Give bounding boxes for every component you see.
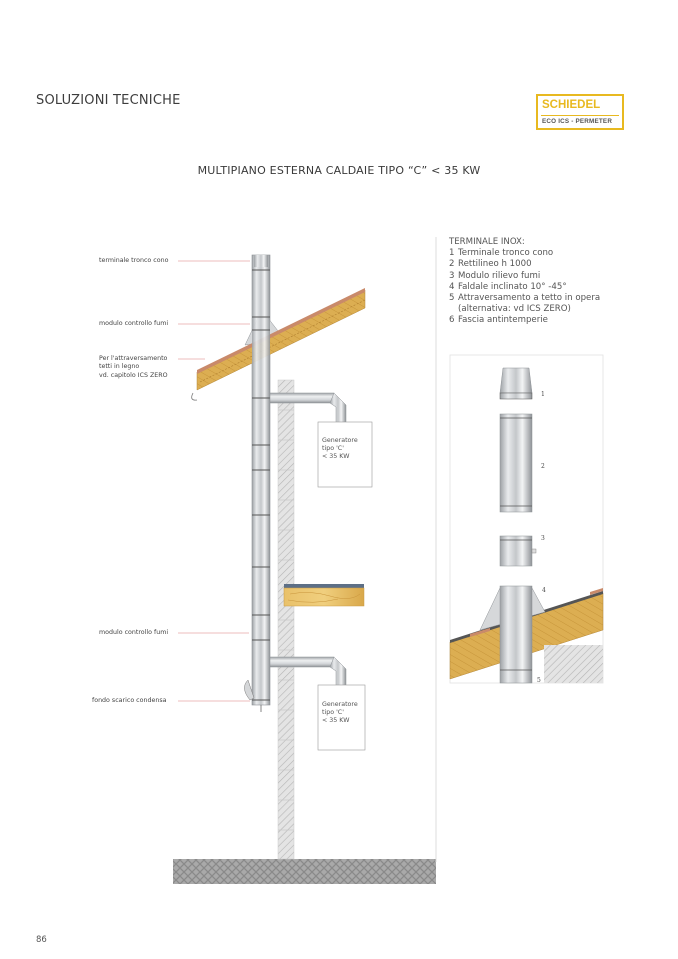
callout-roof-note-line: Per l'attraversamento xyxy=(99,355,168,362)
detail-number-5: 5 xyxy=(537,677,541,684)
generator-label-line: tipo 'C' xyxy=(322,445,344,452)
detail-number-4: 4 xyxy=(542,587,546,594)
legend-item-text: Attraversamento a tetto in opera xyxy=(458,293,601,304)
roof-wood xyxy=(196,289,366,391)
legend-item-number: 5 xyxy=(449,293,455,304)
callout-module-bottom: modulo controllo fumi xyxy=(99,629,169,636)
callout-condensate: fondo scarico condensa xyxy=(92,697,167,704)
detail-number-3: 3 xyxy=(541,535,545,542)
brand-logo: SCHIEDEL ECO ICS - PERMETER xyxy=(536,94,624,130)
ground-slab xyxy=(173,859,436,884)
detail-part-straight xyxy=(499,413,533,513)
callout-terminal: terminale tronco cono xyxy=(99,257,169,264)
brand-product-line: ECO ICS - PERMETER xyxy=(542,118,613,125)
callout-module-top: modulo controllo fumi xyxy=(99,320,169,327)
detail-part-crossing xyxy=(499,585,533,684)
detail-part-terminal xyxy=(499,367,533,394)
brand-separator xyxy=(541,115,619,116)
generator-label-line: Generatore xyxy=(322,437,358,444)
detail-number-2: 2 xyxy=(541,463,545,470)
generator-label-line: tipo 'C' xyxy=(322,709,344,716)
legend-item-continuation: (alternativa: vd ICS ZERO) xyxy=(458,304,571,315)
upper-generator xyxy=(317,421,373,488)
callout-roof-note-line: tetti in legno xyxy=(99,363,140,371)
section-title: SOLUZIONI TECNICHE xyxy=(36,93,181,108)
brand-name: SCHIEDEL xyxy=(542,99,601,111)
upper-connector xyxy=(269,392,335,404)
diagram-title: MULTIPIANO ESTERNA CALDAIE TIPO “C” < 35… xyxy=(197,164,481,177)
generator-label-upper: Generatore tipo 'C' < 35 KW xyxy=(322,437,358,461)
floor-slab-top xyxy=(284,584,364,588)
legend-item-number: 4 xyxy=(449,281,455,292)
lower-generator xyxy=(317,684,366,751)
legend-item-number: 6 xyxy=(449,315,455,326)
legend-item-text: Fascia antintemperie xyxy=(458,315,548,326)
legend-item-number: 2 xyxy=(449,259,455,270)
legend-title: TERMINALE INOX: xyxy=(449,237,525,247)
legend-item-text: Rettilineo h 1000 xyxy=(458,259,532,270)
generator-label-line: Generatore xyxy=(322,701,358,708)
detail-number-1: 1 xyxy=(541,391,545,398)
generator-label-line: < 35 KW xyxy=(322,453,350,460)
detail-wall xyxy=(544,645,603,683)
callout-roof-note-line: vd. capitolo ICS ZERO xyxy=(99,371,168,379)
callout-roof-note: Per l'attraversamento tetti in legno vd.… xyxy=(99,355,168,380)
generator-label-line: < 35 KW xyxy=(322,717,350,724)
legend-item-number: 1 xyxy=(449,248,455,259)
page-number: 86 xyxy=(36,935,47,945)
condensate-drain xyxy=(244,679,255,701)
legend-item-text: Modulo rilievo fumi xyxy=(458,270,541,281)
leader-lines xyxy=(178,260,250,702)
roof-tiles xyxy=(197,288,365,374)
terminal-cone xyxy=(254,255,268,267)
lower-connector xyxy=(269,656,335,668)
legend-item-text: Faldale inclinato 10° -45° xyxy=(458,281,567,292)
wall-joints xyxy=(278,409,294,831)
generator-label-lower: Generatore tipo 'C' < 35 KW xyxy=(322,701,358,725)
floor-slab xyxy=(283,587,365,607)
masonry-wall xyxy=(277,379,295,860)
gutter xyxy=(191,392,198,401)
detail-part-module xyxy=(499,535,533,567)
legend-item-text: Terminale tronco cono xyxy=(458,248,554,259)
legend-item-number: 3 xyxy=(449,270,455,281)
